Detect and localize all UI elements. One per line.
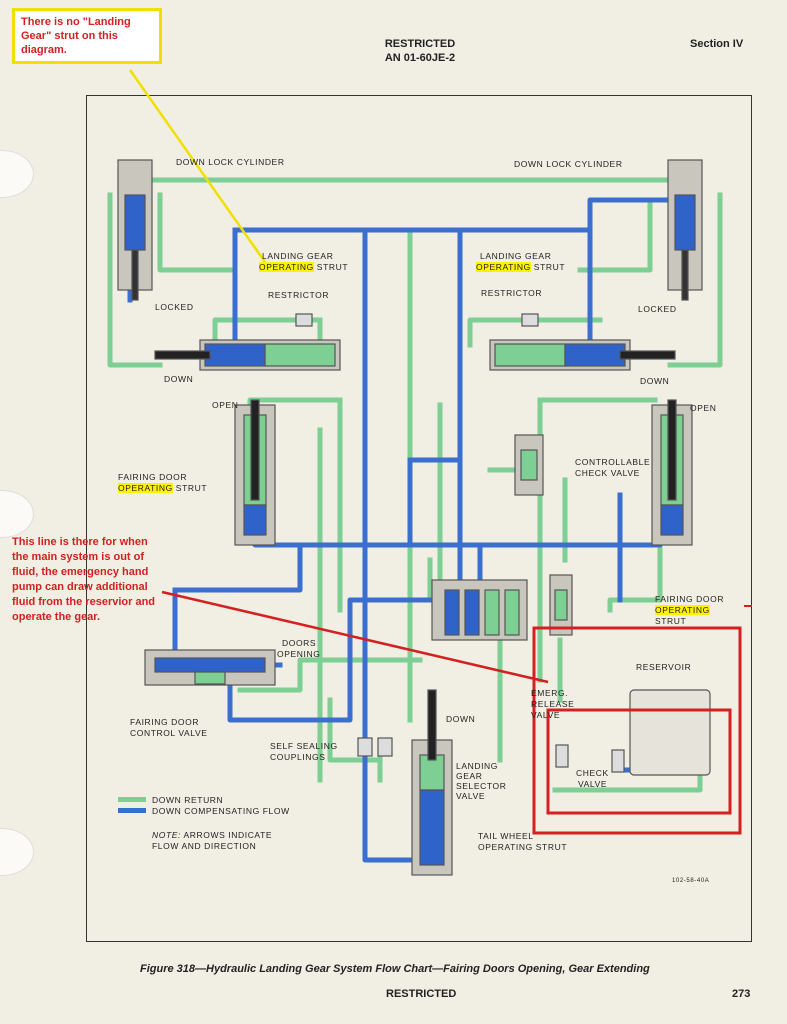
restricted-header: RESTRICTED bbox=[384, 38, 456, 50]
label-open-left: OPEN bbox=[212, 400, 239, 410]
label-strut: STRUT bbox=[172, 483, 208, 493]
legend-note-2: FLOW AND DIRECTION bbox=[152, 841, 257, 851]
label-controllable-check-1: CONTROLLABLE bbox=[575, 457, 651, 467]
label-strut: STRUT bbox=[530, 262, 566, 272]
label-fairing-door-left: FAIRING DOOR bbox=[118, 472, 188, 482]
label-tail-wheel-2: OPERATING STRUT bbox=[478, 842, 568, 852]
label-check-valve-2: VALVE bbox=[578, 779, 608, 789]
highlight-operating: OPERATING bbox=[259, 262, 314, 272]
document-number: AN 01-60JE-2 bbox=[384, 52, 456, 64]
restricted-footer: RESTRICTED bbox=[386, 988, 457, 1000]
label-down-lock-right: DOWN LOCK CYLINDER bbox=[514, 159, 623, 169]
label-emerg-3: VALVE bbox=[531, 710, 561, 720]
label-down-center: DOWN bbox=[446, 714, 476, 724]
drawing-number: 102-58-40A bbox=[672, 878, 710, 884]
label-fairing-door-left-2: OPERATING STRUT bbox=[118, 483, 207, 493]
label-doors-opening-2: OPENING bbox=[277, 649, 321, 659]
label-landing-gear-left-2: OPERATING STRUT bbox=[259, 262, 348, 272]
label-locked-right: LOCKED bbox=[638, 304, 677, 314]
label-reservoir: RESERVOIR bbox=[636, 662, 692, 672]
section-label: Section IV bbox=[690, 38, 744, 50]
note-prefix: NOTE: bbox=[152, 830, 181, 840]
label-check-valve-1: CHECK bbox=[576, 768, 609, 778]
label-selector-3: SELECTOR bbox=[456, 781, 507, 791]
label-down-right: DOWN bbox=[640, 376, 670, 386]
label-selector-2: GEAR bbox=[456, 771, 483, 781]
label-down-lock-left: DOWN LOCK CYLINDER bbox=[176, 157, 285, 167]
label-doors-opening-1: DOORS bbox=[282, 638, 317, 648]
annotation-callout-top: There is no "Landing Gear" strut on this… bbox=[12, 8, 162, 64]
note-text: ARROWS INDICATE bbox=[183, 830, 273, 840]
label-fairing-door-right-3: STRUT bbox=[655, 616, 687, 626]
label-emerg-2: RELEASE bbox=[531, 699, 575, 709]
diagram-frame bbox=[86, 95, 752, 942]
label-self-sealing-2: COUPLINGS bbox=[270, 752, 326, 762]
page-number: 273 bbox=[732, 988, 751, 1000]
label-fairing-door-right-2: OPERATING bbox=[655, 605, 710, 615]
label-landing-gear-right: LANDING GEAR bbox=[480, 251, 552, 261]
label-locked-left: LOCKED bbox=[155, 302, 194, 312]
figure-caption: Figure 318—Hydraulic Landing Gear System… bbox=[140, 963, 650, 975]
label-selector-1: LANDING bbox=[456, 761, 498, 771]
label-self-sealing-1: SELF SEALING bbox=[270, 741, 338, 751]
label-fairing-control-2: CONTROL VALVE bbox=[130, 728, 208, 738]
legend-label-return: DOWN RETURN bbox=[152, 795, 224, 805]
legend-swatch-compensating bbox=[118, 808, 146, 813]
label-emerg-1: EMERG. bbox=[531, 688, 569, 698]
label-landing-gear-right-2: OPERATING STRUT bbox=[476, 262, 565, 272]
annotation-callout-left: This line is there for when the main sys… bbox=[12, 536, 156, 623]
label-restrictor-right: RESTRICTOR bbox=[481, 288, 543, 298]
label-landing-gear-left: LANDING GEAR bbox=[262, 251, 334, 261]
legend-label-compensating: DOWN COMPENSATING FLOW bbox=[152, 806, 290, 816]
highlight-operating: OPERATING bbox=[118, 483, 173, 493]
label-down-left: DOWN bbox=[164, 374, 194, 384]
legend-note: NOTE: ARROWS INDICATE bbox=[152, 830, 272, 840]
label-controllable-check-2: CHECK VALVE bbox=[575, 468, 640, 478]
label-open-right: OPEN bbox=[690, 403, 717, 413]
label-selector-4: VALVE bbox=[456, 791, 486, 801]
highlight-operating: OPERATING bbox=[476, 262, 531, 272]
label-fairing-door-right-1: FAIRING DOOR bbox=[655, 594, 725, 604]
label-strut: STRUT bbox=[313, 262, 349, 272]
legend-swatch-return bbox=[118, 797, 146, 802]
highlight-operating: OPERATING bbox=[655, 605, 710, 615]
label-fairing-control-1: FAIRING DOOR bbox=[130, 717, 200, 727]
label-tail-wheel-1: TAIL WHEEL bbox=[478, 831, 534, 841]
label-restrictor-left: RESTRICTOR bbox=[268, 290, 330, 300]
